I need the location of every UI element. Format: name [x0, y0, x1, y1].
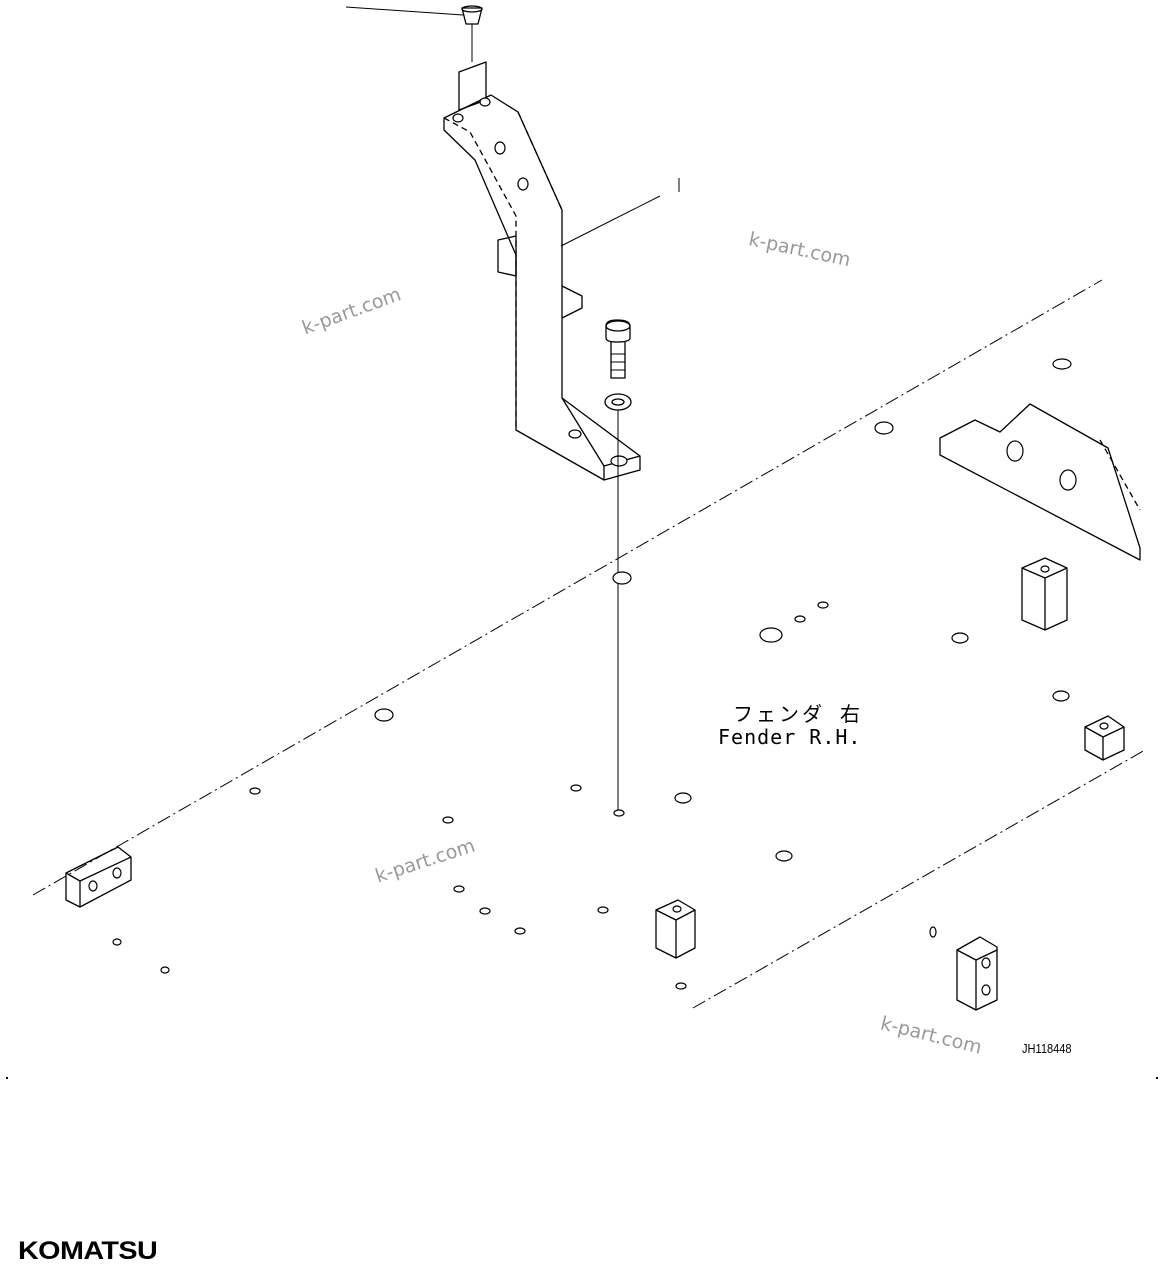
komatsu-logo: KOMATSU [18, 1237, 158, 1265]
leader-line-grommet [345, 6, 464, 16]
drawing-code: JH118448 [1022, 1041, 1072, 1056]
bolt-part [605, 319, 631, 379]
part-label-japanese: フェンダ 右 [733, 702, 864, 726]
washer-part [604, 393, 632, 411]
corner-dot [6, 1077, 8, 1079]
corner-dot [1156, 1077, 1158, 1079]
fender-plate [32, 279, 1146, 1011]
part-label-english: Fender R.H. [718, 725, 862, 749]
fender-bracket [443, 94, 641, 481]
grommet-part [461, 5, 483, 25]
leader-line-bracket [560, 195, 661, 247]
